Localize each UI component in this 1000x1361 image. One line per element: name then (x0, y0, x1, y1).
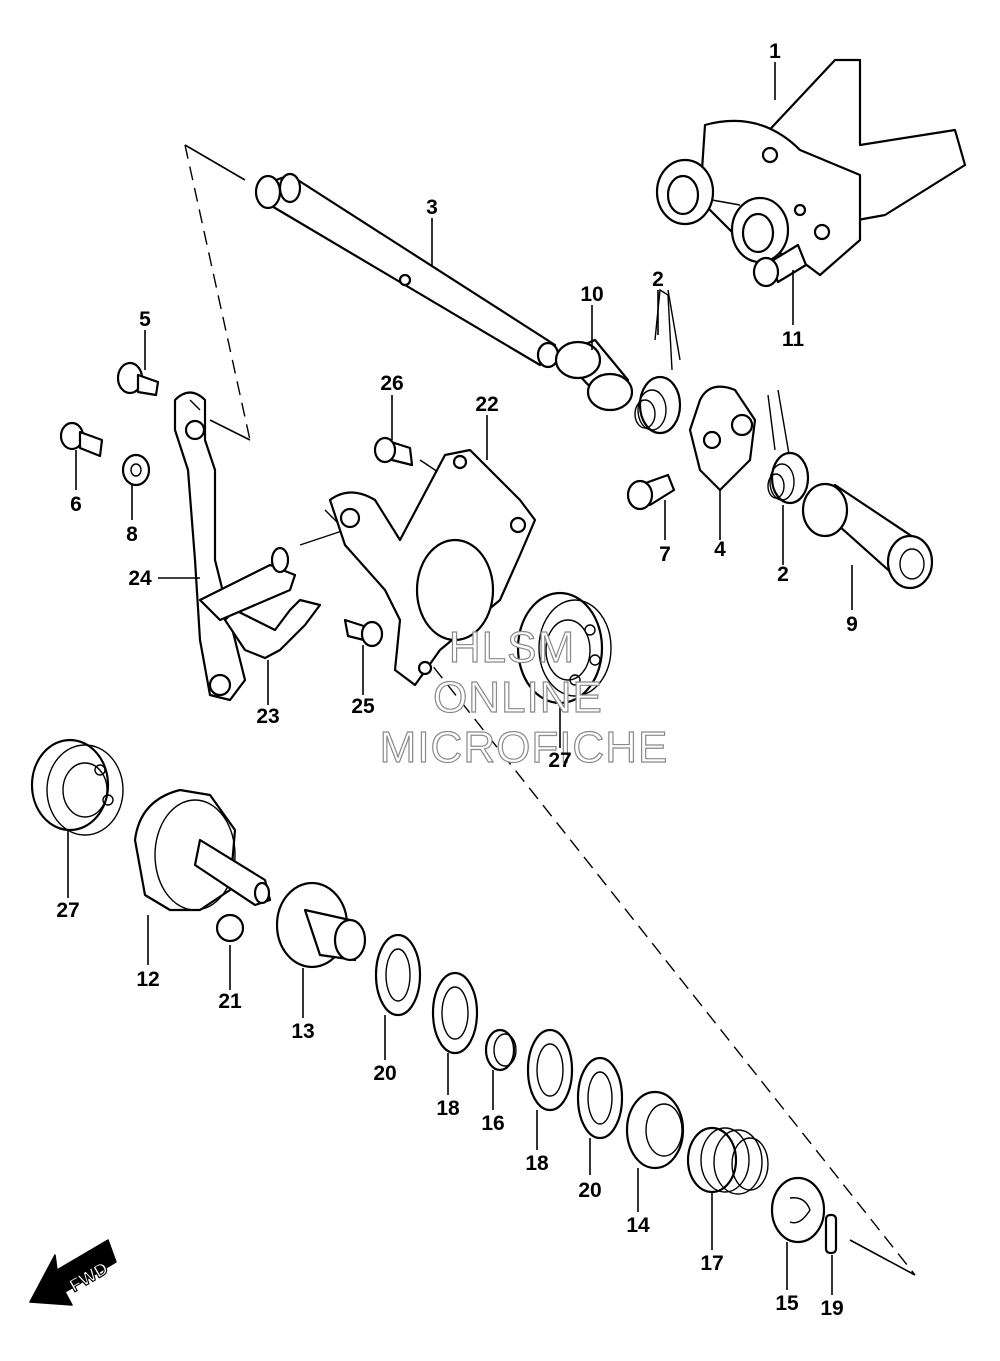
watermark-line-3: MICROFICHE (380, 723, 669, 772)
callout-20-lower: 20 (578, 1179, 601, 1202)
callout-15: 15 (775, 1292, 799, 1315)
callout-9: 9 (846, 613, 858, 636)
part-6-bolt (59, 421, 104, 458)
callout-16: 16 (481, 1112, 504, 1135)
part-20-needle-bearing-lower (576, 1056, 624, 1140)
part-7-bolt (626, 473, 676, 511)
part-20-needle-bearing-upper (374, 933, 422, 1017)
callout-20-upper: 20 (373, 1062, 396, 1085)
part-2-spring-upper (634, 288, 682, 435)
callout-1: 1 (769, 40, 781, 63)
part-5-collar-bolt (116, 361, 160, 397)
callout-18-upper: 18 (436, 1097, 460, 1120)
callout-4: 4 (714, 538, 726, 561)
callout-10: 10 (580, 283, 603, 306)
part-9-sleeve (801, 482, 934, 590)
part-4-lever (688, 385, 757, 492)
callout-8: 8 (126, 523, 138, 546)
leader-lines (67, 62, 853, 1295)
part-25-screw (343, 618, 384, 648)
callout-12: 12 (136, 968, 159, 991)
part-18-washer-upper (431, 971, 479, 1055)
part-13-flanged-collar (275, 881, 367, 969)
callout-7: 7 (659, 543, 671, 566)
callout-27-upper: 27 (548, 749, 571, 772)
part-8-washer (121, 453, 151, 487)
part-12-gear-shaft (133, 788, 272, 912)
watermark-line-2: ONLINE (433, 673, 603, 722)
fwd-arrow-icon (29, 1239, 117, 1306)
part-21-ball (215, 913, 245, 943)
callout-13: 13 (291, 1020, 314, 1043)
callout-11: 11 (782, 328, 805, 351)
callout-2-lower: 2 (777, 563, 789, 586)
callout-19: 19 (820, 1297, 843, 1320)
part-26-screw (373, 436, 414, 467)
part-23-pivot-bracket (198, 546, 322, 660)
part-11-bolt (752, 243, 808, 288)
callout-26: 26 (380, 372, 403, 395)
part-17-coil-spring (686, 1126, 769, 1195)
part-15-retainer (770, 1176, 826, 1244)
part-10-bushing (554, 338, 634, 412)
callout-3: 3 (426, 196, 438, 219)
callout-27-lower: 27 (56, 899, 79, 922)
part-18-washer-lower (526, 1028, 574, 1112)
part-14-collar (625, 1090, 685, 1170)
callout-23: 23 (256, 705, 279, 728)
callout-labels: 1 3 2 10 5 11 26 22 6 8 7 4 2 9 24 23 25… (56, 40, 858, 1320)
callout-18-lower: 18 (525, 1152, 549, 1175)
fwd-arrow: FWD (29, 1239, 117, 1306)
part-22-bracket (328, 448, 537, 687)
part-1-valve-housing (655, 58, 967, 277)
part-16-ring (484, 1028, 517, 1072)
callout-22: 22 (475, 393, 498, 416)
watermark: HLSM ONLINE MICROFICHE (379, 622, 669, 772)
callout-25: 25 (351, 695, 375, 718)
watermark-line-1: HLSM (449, 623, 575, 672)
part-24-link-rod (173, 391, 247, 702)
part-27-bearing-lower (30, 738, 124, 836)
callout-21: 21 (218, 990, 242, 1013)
callout-6: 6 (70, 493, 82, 516)
callout-24: 24 (128, 567, 152, 590)
callout-17: 17 (700, 1252, 723, 1275)
callout-2-upper: 2 (652, 268, 664, 291)
callout-14: 14 (626, 1214, 650, 1237)
part-2-spring-lower (767, 389, 810, 505)
callout-5: 5 (139, 308, 151, 331)
part-3-shaft (254, 172, 560, 369)
part-19-pin (824, 1213, 838, 1255)
